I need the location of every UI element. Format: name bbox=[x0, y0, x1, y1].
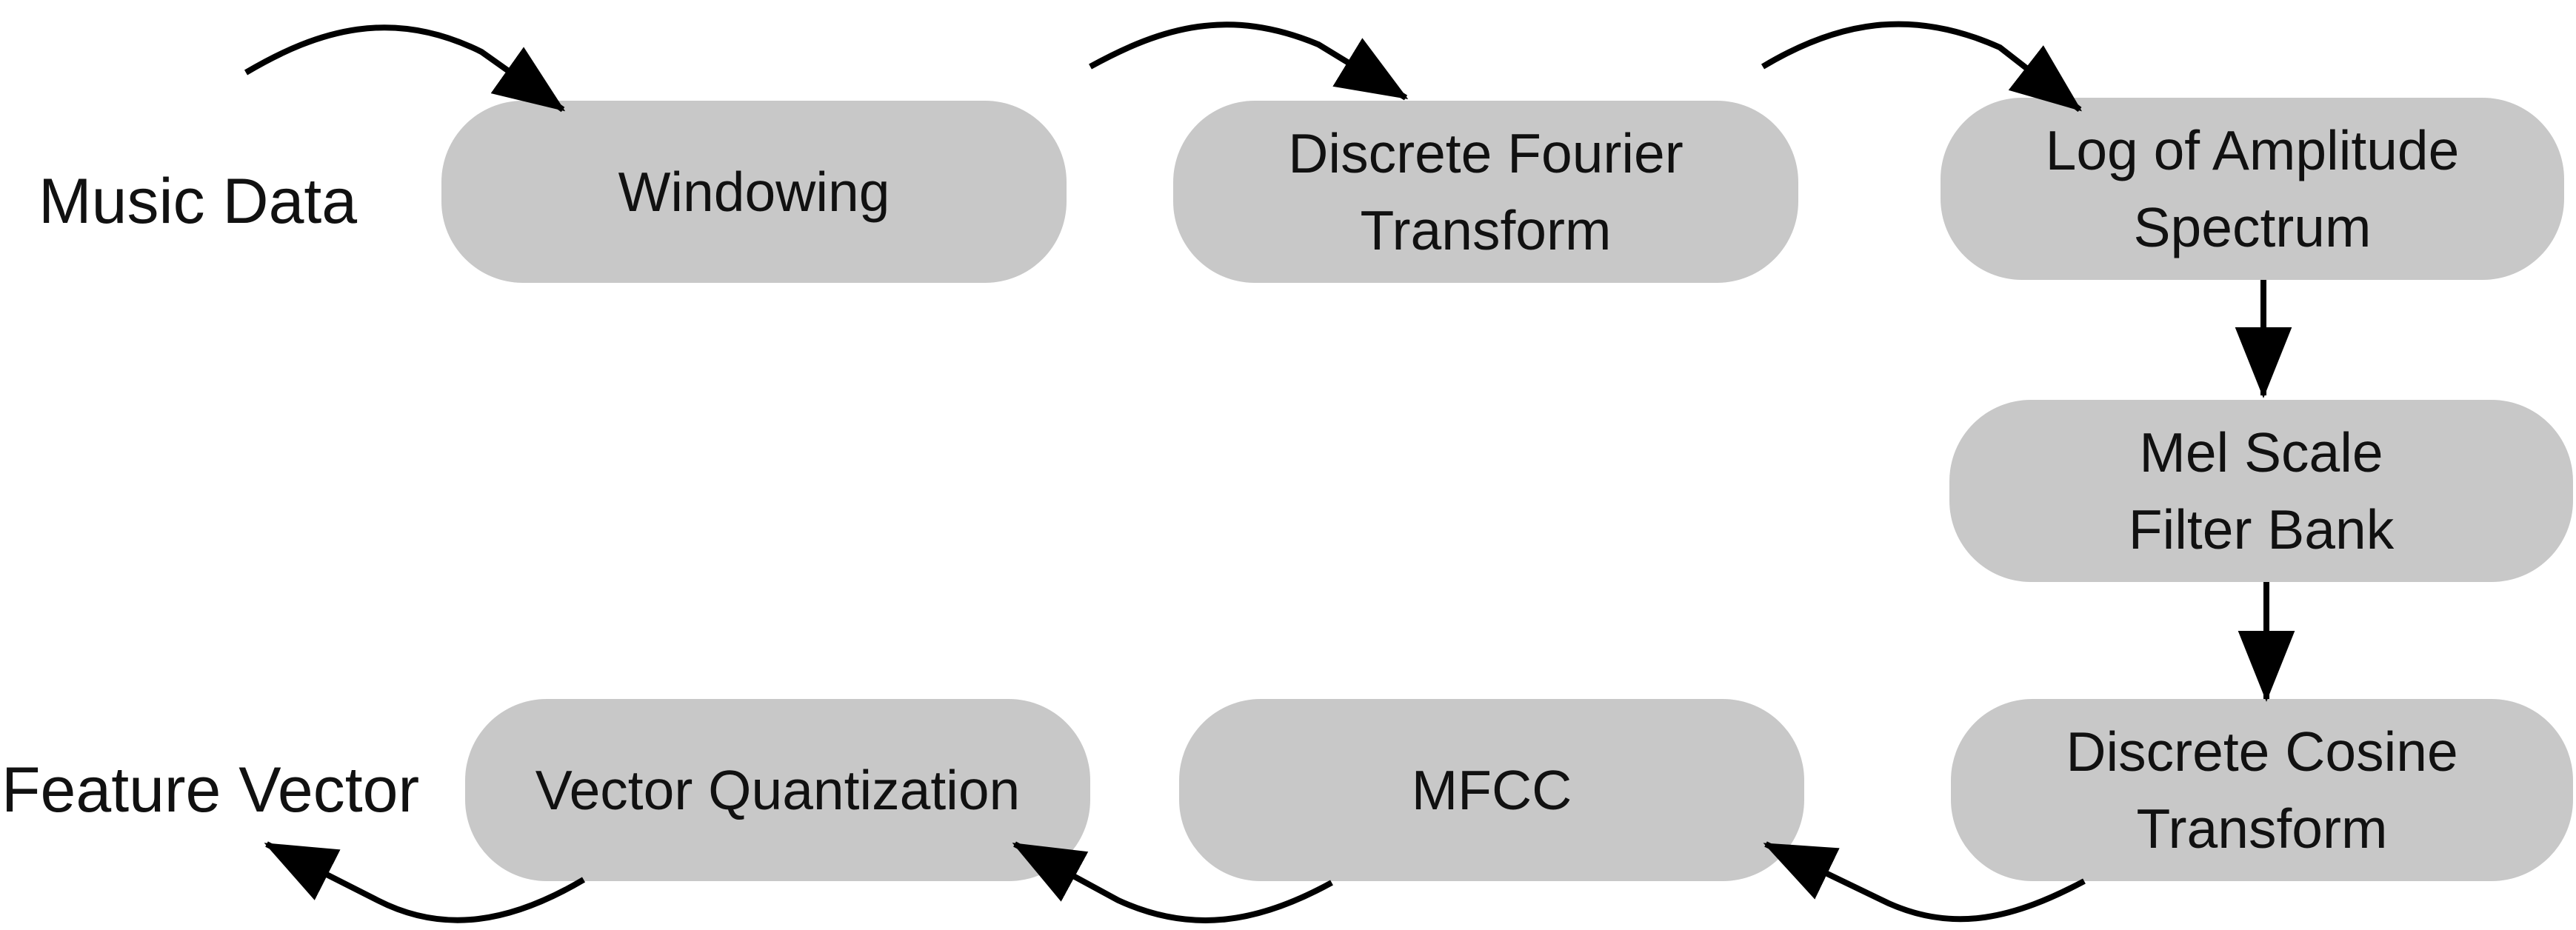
step-mel-scale-filter-bank: Mel Scale Filter Bank bbox=[1949, 400, 2573, 582]
arrow-to-log bbox=[1761, 21, 2083, 113]
step-mel-label: Mel Scale Filter Bank bbox=[2128, 421, 2395, 561]
step-discrete-cosine-transform: Discrete Cosine Transform bbox=[1951, 699, 2573, 881]
step-vq-label: Vector Quantization bbox=[535, 759, 1021, 821]
step-log-label: Log of Amplitude Spectrum bbox=[2045, 119, 2460, 258]
step-discrete-fourier-transform: Discrete Fourier Transform bbox=[1173, 101, 1798, 283]
step-windowing-label: Windowing bbox=[618, 161, 890, 223]
step-mfcc: MFCC bbox=[1179, 699, 1804, 881]
step-dct-label: Discrete Cosine Transform bbox=[2066, 720, 2458, 860]
input-label: Music Data bbox=[39, 166, 358, 237]
arrow-dct-to-mfcc bbox=[1763, 841, 2086, 923]
arrow-to-dft bbox=[1089, 21, 1409, 101]
arrow-vq-to-output bbox=[264, 841, 586, 923]
step-vector-quantization: Vector Quantization bbox=[465, 699, 1090, 881]
step-dft-label: Discrete Fourier Transform bbox=[1288, 122, 1684, 261]
output-label: Feature Vector bbox=[1, 755, 420, 826]
step-windowing: Windowing bbox=[441, 101, 1067, 283]
step-mfcc-label: MFCC bbox=[1411, 759, 1572, 821]
step-log-amplitude-spectrum: Log of Amplitude Spectrum bbox=[1941, 98, 2564, 280]
arrow-mfcc-to-vq bbox=[1012, 841, 1333, 923]
arrow-to-windowing bbox=[244, 24, 566, 113]
